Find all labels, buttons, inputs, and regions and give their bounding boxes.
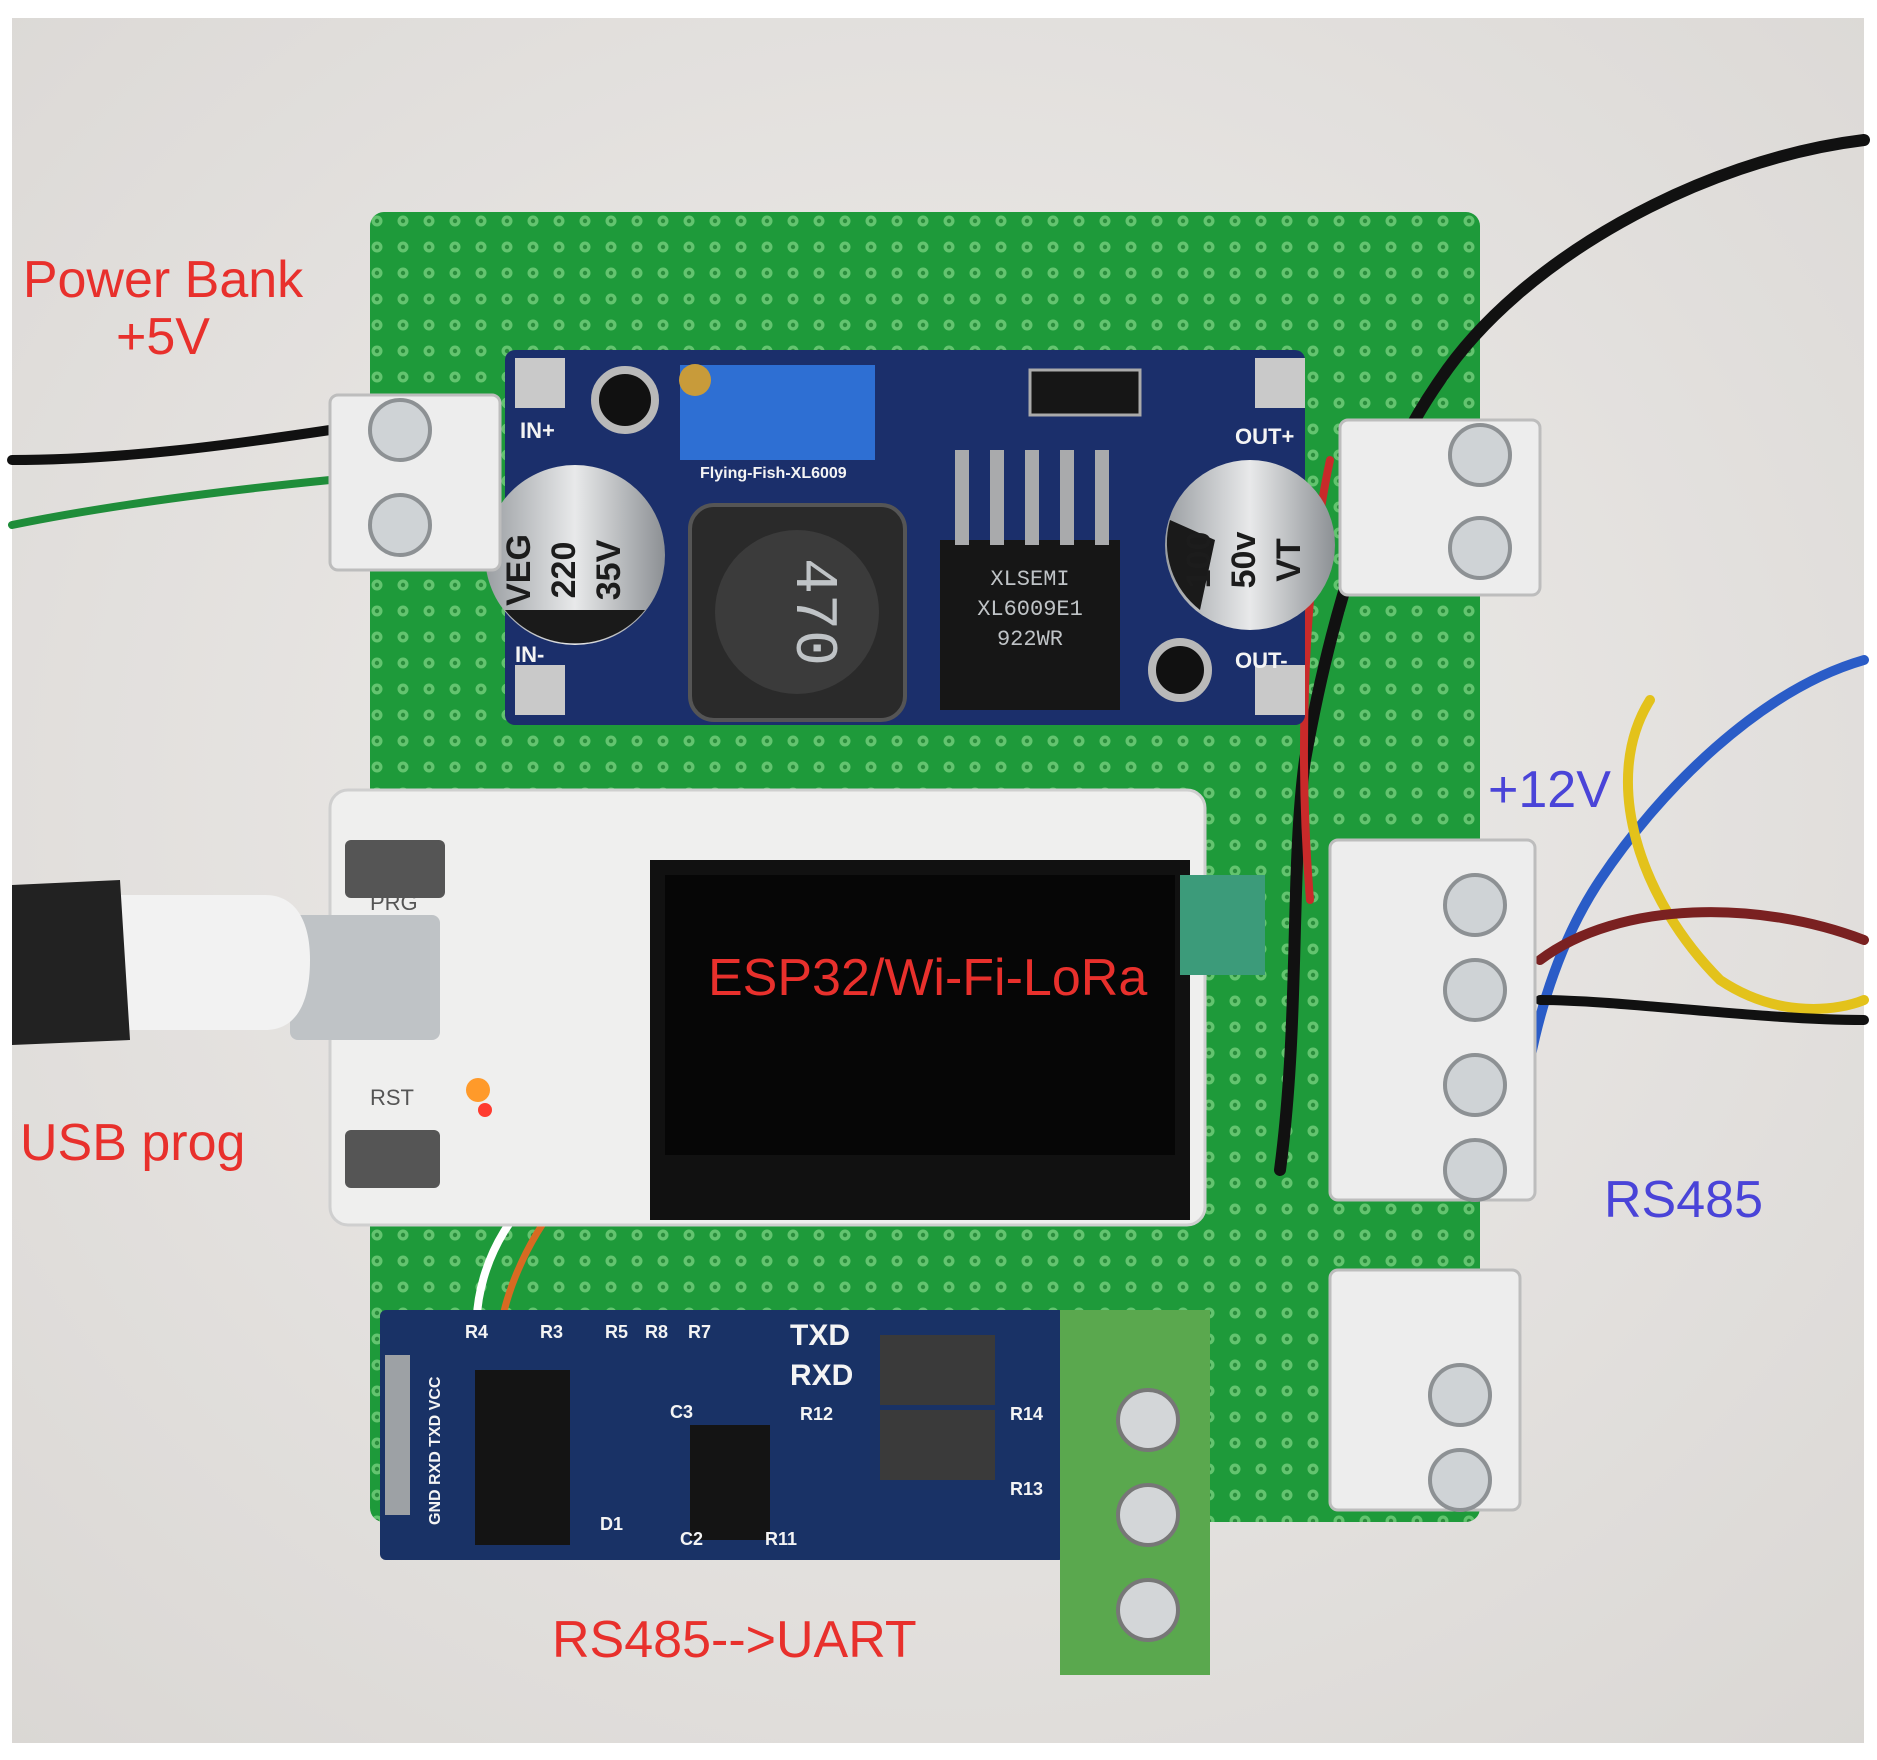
silk-out-plus: OUT+ (1235, 424, 1294, 449)
silk-r12: R12 (800, 1404, 833, 1424)
silk-c3: C3 (670, 1402, 693, 1422)
usb-cable (12, 880, 310, 1045)
silk-in-minus: IN- (515, 642, 544, 667)
silk-prg: PRG (370, 890, 418, 915)
label-esp32: ESP32/Wi-Fi-LoRa (708, 949, 1148, 1007)
label-rs485-uart: RS485-->UART (552, 1611, 917, 1669)
inductor-marking: 470 (778, 558, 846, 666)
boost-converter-module (485, 350, 1335, 725)
silk-r11: R11 (765, 1529, 797, 1549)
silk-r5: R5 (605, 1322, 628, 1342)
chip-marking-3: 922WR (997, 627, 1063, 652)
cap-left-marking-3: 35V (590, 539, 628, 600)
cap-right-marking-1: 100 (1180, 532, 1218, 589)
silk-r13: R13 (1010, 1479, 1043, 1499)
silk-r3: R3 (540, 1322, 563, 1342)
silk-brand: Flying-Fish-XL6009 (700, 465, 847, 482)
label-rs485: RS485 (1604, 1171, 1763, 1229)
silk-rst: RST (370, 1085, 414, 1110)
screw-heads (368, 398, 1512, 1512)
chip-marking-1: XLSEMI (990, 567, 1069, 592)
label-power-bank-line2: +5V (116, 308, 210, 367)
silk-txd: TXD (790, 1319, 850, 1352)
rs485-uart-module (380, 1310, 1065, 1560)
silk-r7: R7 (688, 1322, 711, 1342)
esp32-board (290, 788, 1265, 1227)
label-power-bank-line1: Power Bank (22, 251, 304, 309)
silk-d1: D1 (600, 1514, 623, 1534)
silk-rxd: RXD (790, 1359, 853, 1392)
silk-out-minus: OUT- (1235, 648, 1288, 673)
label-power-bank: Power Bank +5V (8, 251, 318, 367)
silkscreen-labels: IN+ IN- OUT+ OUT- Flying-Fish-XL6009 470… (370, 418, 1308, 1549)
label-plus-12v: +12V (1488, 761, 1611, 819)
silk-r8: R8 (645, 1322, 668, 1342)
silk-in-plus: IN+ (520, 418, 555, 443)
cap-right-marking-3: VT (1270, 538, 1308, 582)
cap-right-marking-2: 50v (1225, 532, 1263, 589)
silk-pins: GND RXD TXD VCC (427, 1376, 444, 1525)
cap-left-marking-2: 220 (545, 542, 583, 599)
cap-left-marking-1: VEG (500, 534, 538, 606)
silk-r14: R14 (1010, 1404, 1043, 1424)
label-usb-prog: USB prog (20, 1114, 246, 1172)
silk-c2: C2 (680, 1529, 703, 1549)
green-terminal-block (1060, 1310, 1210, 1675)
chip-marking-2: XL6009E1 (977, 597, 1083, 622)
silk-r4: R4 (465, 1322, 488, 1342)
